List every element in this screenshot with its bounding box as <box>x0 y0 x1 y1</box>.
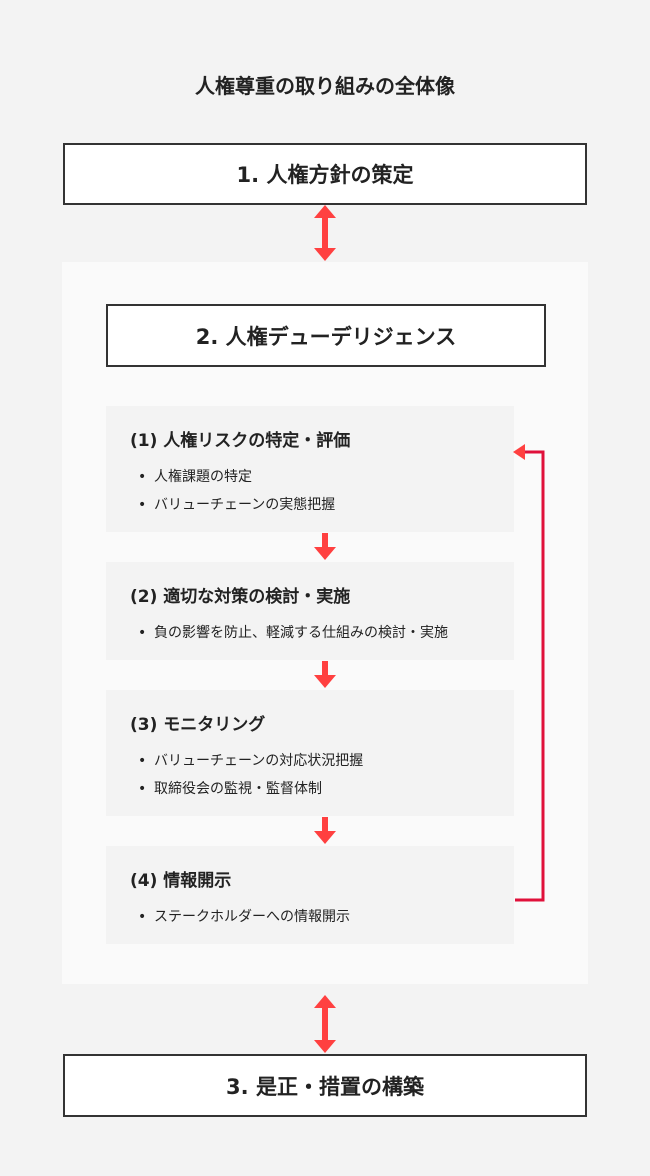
list-item: 人権課題の特定 <box>130 463 490 491</box>
down-arrow-icon <box>314 661 336 688</box>
list-item: バリューチェーンの対応状況把握 <box>130 747 490 775</box>
step-heading: (4) 情報開示 <box>130 871 232 891</box>
diagram-title: 人権尊重の取り組みの全体像 <box>195 74 455 98</box>
down-arrow-icon <box>314 817 336 844</box>
list-item: 負の影響を防止、軽減する仕組みの検討・実施 <box>130 619 490 647</box>
list-item: 取締役会の監視・監督体制 <box>130 775 490 803</box>
step-disclosure: (4) 情報開示 ステークホルダーへの情報開示 <box>106 846 514 944</box>
double-arrow-icon <box>314 205 336 261</box>
step-risk-assessment: (1) 人権リスクの特定・評価 人権課題の特定バリューチェーンの実態把握 <box>106 406 514 532</box>
double-arrow-icon <box>314 995 336 1053</box>
list-item: バリューチェーンの実態把握 <box>130 491 490 519</box>
box-remediation: 3. 是正・措置の構築 <box>63 1054 587 1117</box>
step-countermeasures: (2) 適切な対策の検討・実施 負の影響を防止、軽減する仕組みの検討・実施 <box>106 562 514 660</box>
feedback-loop-arrow-icon <box>513 444 545 902</box>
step-heading: (3) モニタリング <box>130 715 266 735</box>
step-monitoring: (3) モニタリング バリューチェーンの対応状況把握取締役会の監視・監督体制 <box>106 690 514 816</box>
box-human-rights-policy: 1. 人権方針の策定 <box>63 143 587 205</box>
down-arrow-icon <box>314 533 336 560</box>
step-heading: (1) 人権リスクの特定・評価 <box>130 431 351 451</box>
list-item: ステークホルダーへの情報開示 <box>130 903 490 931</box>
step-heading: (2) 適切な対策の検討・実施 <box>130 587 351 607</box>
box-due-diligence: 2. 人権デューデリジェンス <box>106 304 546 367</box>
